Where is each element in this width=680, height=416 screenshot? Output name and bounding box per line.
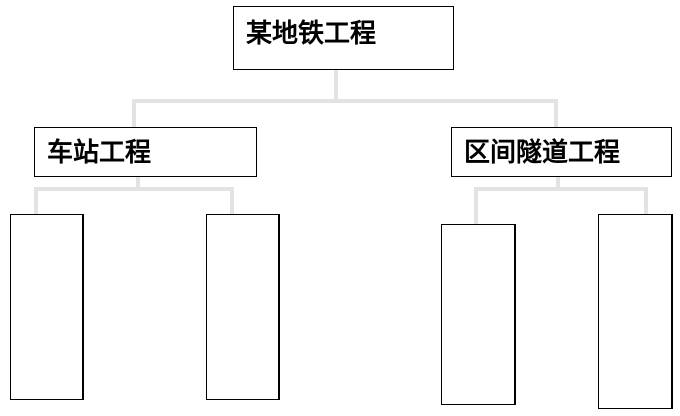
station-child-box-1 [10,214,84,400]
root-node: 某地铁工程 [233,6,454,70]
root-node-label: 某地铁工程 [246,19,377,49]
branch-node-tunnel-label: 区间隧道工程 [464,138,621,168]
branch-node-tunnel: 区间隧道工程 [451,127,672,177]
branch-node-station-label: 车站工程 [47,138,152,168]
tunnel-child-box-2 [598,214,673,409]
station-child-box-2 [206,214,280,400]
tunnel-child-box-1 [441,224,516,405]
branch-node-station: 车站工程 [34,127,257,177]
